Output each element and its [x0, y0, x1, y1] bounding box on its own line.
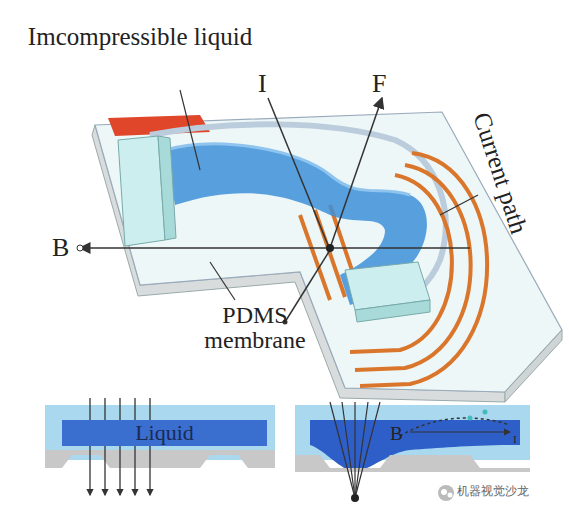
force-symbol: F [372, 70, 392, 97]
current-symbol: I [513, 434, 525, 446]
watermark: 机器视觉沙龙 [457, 485, 567, 498]
part-label: Imcompressible liquid [25, 24, 255, 50]
field-symbol: B [52, 234, 76, 261]
band-label: Liquid [135, 420, 194, 446]
field-symbol: B [390, 424, 410, 444]
current-symbol: I [258, 70, 278, 97]
part-label: PDMS membrane [190, 303, 320, 353]
liquid-band: Liquid [62, 420, 267, 446]
